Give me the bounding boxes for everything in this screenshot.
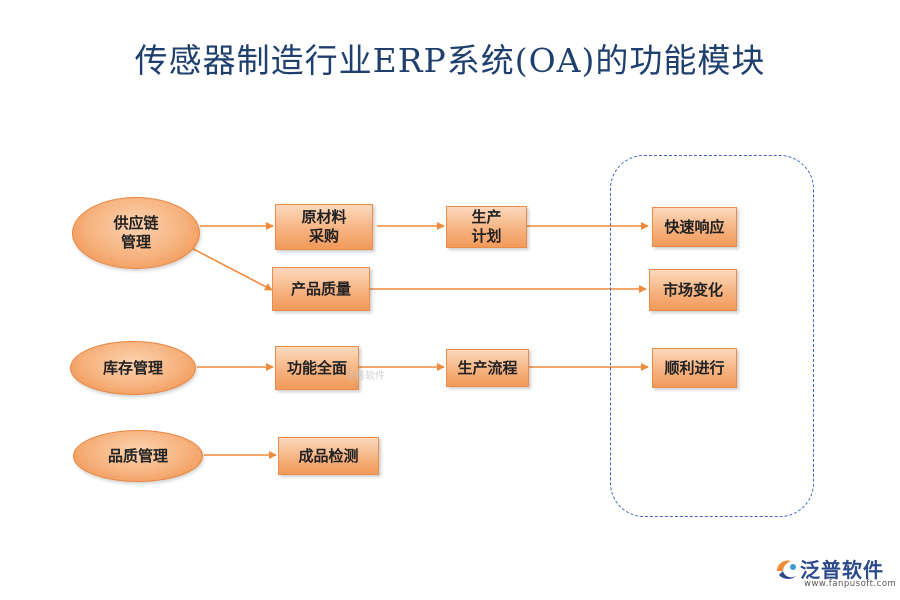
node-finished-inspection: 成品检测 [278,437,379,475]
center-watermark: 泛普软件 [345,371,385,382]
node-smooth-progress: 顺利进行 [652,348,737,388]
node-production-plan: 生产 计划 [446,206,527,248]
node-supply-chain: 供应链 管理 [72,197,200,269]
node-market-change: 市场变化 [649,269,737,311]
node-fast-response: 快速响应 [652,207,737,247]
outcome-group-frame [610,155,814,517]
node-full-function: 功能全面 [275,346,359,390]
node-raw-material: 原材料 采购 [275,204,373,250]
arrow-supply-to-quality [177,240,273,291]
brand-url: www.fanpusoft.com [804,579,897,589]
node-product-quality: 产品质量 [272,267,370,311]
node-inventory: 库存管理 [70,341,196,395]
diagram-title: 传感器制造行业ERP系统(OA)的功能模块 [134,41,766,80]
brand-mark-icon [777,560,796,579]
brand-name: 泛普软件 [800,558,884,582]
node-quality-management: 品质管理 [73,430,203,482]
brand-logo: 泛普软件 www.fanpusoft.com [774,552,897,592]
node-production-flow: 生产流程 [446,349,529,387]
